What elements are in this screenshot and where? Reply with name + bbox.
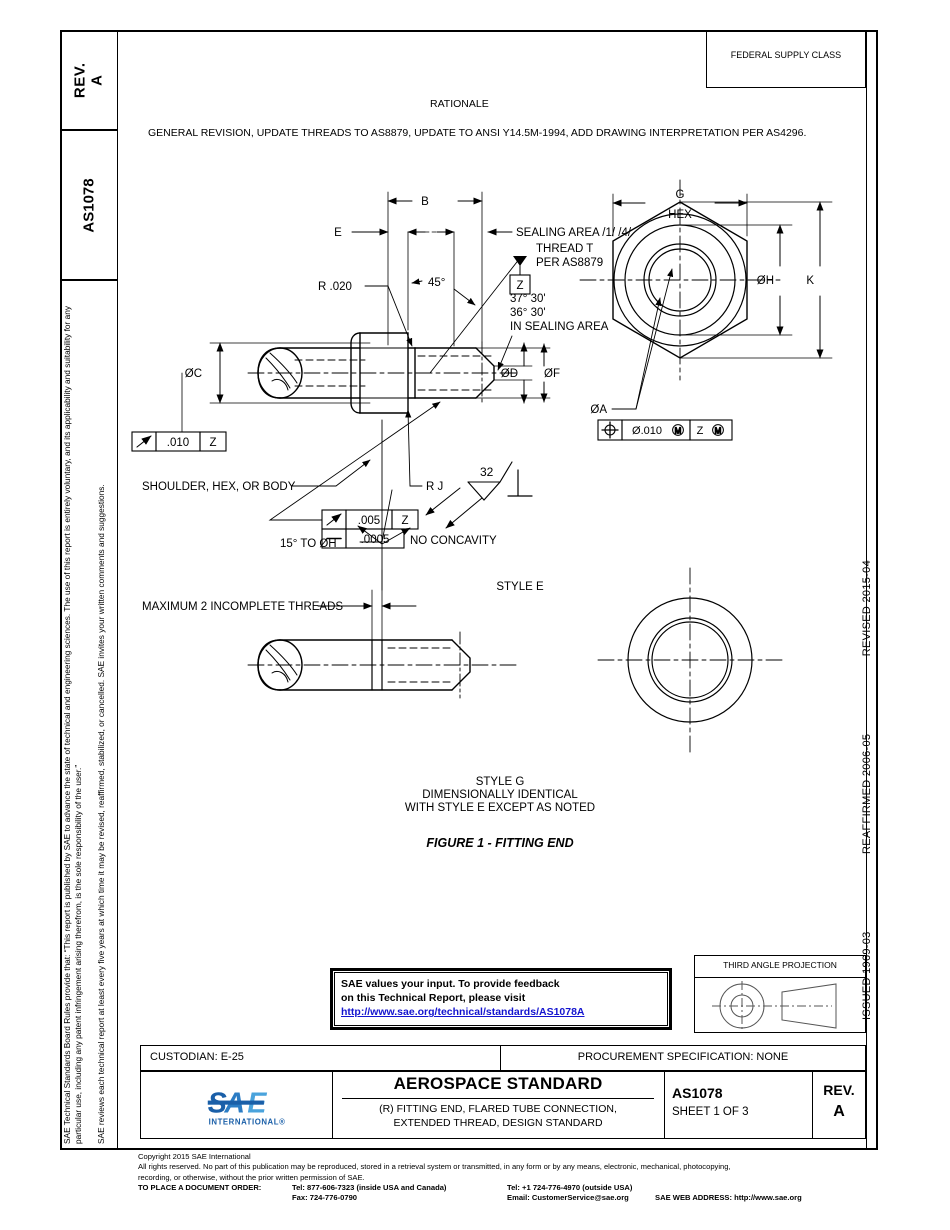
title-block bbox=[140, 1071, 866, 1139]
rev-value: A bbox=[88, 74, 106, 86]
doc-id-text: AS1078 bbox=[80, 177, 98, 233]
dia-d-label: ØD bbox=[501, 368, 518, 380]
doc-id-box bbox=[60, 130, 118, 280]
federal-supply-class-box bbox=[706, 30, 866, 88]
date-revised: REVISED 2015-04 bbox=[861, 560, 873, 657]
third-angle-projection-title: THIRD ANGLE PROJECTION bbox=[723, 960, 837, 970]
sealing-area-label: SEALING AREA /1/ /4/ bbox=[516, 227, 632, 239]
custodian-divider bbox=[500, 1045, 501, 1071]
fcf2-tolerance: .005 bbox=[358, 515, 380, 527]
title-block-div-h bbox=[342, 1098, 654, 1099]
title-block-rev-value: A bbox=[833, 1103, 845, 1120]
procurement-label: PROCUREMENT SPECIFICATION: NONE bbox=[577, 1051, 789, 1063]
date-reaffirmed: REAFFIRMED 2006-05 bbox=[861, 733, 873, 854]
surface-finish-value: 32 bbox=[480, 465, 494, 479]
standard-description-line-2: EXTENDED THREAD, DESIGN STANDARD bbox=[393, 1117, 603, 1130]
third-angle-divider bbox=[694, 977, 866, 978]
style-g-caption-3: WITH STYLE E EXCEPT AS NOTED bbox=[405, 802, 595, 814]
footer-web: SAE WEB ADDRESS: http://www.sae.org bbox=[655, 1193, 802, 1202]
thread-t-label-2: PER AS8879 bbox=[536, 257, 603, 269]
third-angle-projection-box bbox=[694, 955, 866, 1033]
dia-h-label: ØH bbox=[757, 275, 774, 287]
rev-vertical-label: REV. A bbox=[60, 30, 118, 130]
shoulder-note-label: SHOULDER, HEX, OR BODY bbox=[142, 481, 296, 493]
fcf4-datum: Z bbox=[697, 425, 704, 437]
legal-paragraph-2: SAE reviews each technical report at lea… bbox=[96, 484, 106, 1144]
standard-type-title: AEROSPACE STANDARD bbox=[393, 1074, 603, 1093]
feedback-text: SAE values your input. To provide feedba… bbox=[341, 977, 665, 1020]
thread-t-label-1: THREAD T bbox=[536, 243, 593, 255]
footer-email-web: Email: CustomerService@sae.org SAE WEB A… bbox=[507, 1193, 868, 1203]
legal-notice-wrap: SAE Technical Standards Board Rules prov… bbox=[60, 280, 118, 1150]
title-block-div-2 bbox=[664, 1071, 665, 1139]
title-block-doc-number: AS1078 bbox=[672, 1085, 723, 1101]
dim-g-label: G bbox=[676, 189, 685, 201]
dia-c-label: ØC bbox=[185, 368, 202, 380]
radius-j-label: R J bbox=[426, 481, 443, 493]
seal-angle-1: 37° 30' bbox=[510, 293, 546, 305]
style-e-caption: STYLE E bbox=[496, 581, 544, 593]
feedback-line-2: on this Technical Report, please visit bbox=[341, 992, 526, 1005]
footer-tel-inside: Tel: 877-606-7323 (inside USA and Canada… bbox=[292, 1182, 447, 1192]
no-concavity-label: NO CONCAVITY bbox=[410, 535, 497, 547]
footer-copyright: Copyright 2015 SAE International bbox=[138, 1152, 251, 1161]
rationale-title: RATIONALE bbox=[430, 98, 489, 110]
sheet-border bbox=[60, 30, 878, 1150]
custodian-label: CUSTODIAN: E-25 bbox=[150, 1051, 244, 1063]
feedback-link[interactable]: http://www.sae.org/technical/standards/A… bbox=[341, 1006, 585, 1019]
radius-020-label: R .020 bbox=[318, 281, 352, 293]
fcf1-datum: Z bbox=[209, 437, 216, 449]
footer: Copyright 2015 SAE International All rig… bbox=[138, 1152, 868, 1203]
sae-logo: S A E INTERNATIONAL® bbox=[207, 1088, 286, 1126]
footer-fax: Fax: 724-776-0790 bbox=[292, 1193, 358, 1202]
footer-order-label: TO PLACE A DOCUMENT ORDER: bbox=[138, 1182, 262, 1192]
feedback-box-inner bbox=[334, 972, 668, 1026]
style-g-caption-2: DIMENSIONALLY IDENTICAL bbox=[422, 789, 578, 801]
doc-id-vertical-label: AS1078 bbox=[60, 130, 118, 280]
rev-word: REV. bbox=[71, 62, 89, 98]
seal-angle-3: IN SEALING AREA bbox=[510, 321, 609, 333]
federal-supply-class-label: FEDERAL SUPPLY CLASS bbox=[730, 50, 842, 60]
fcf4-tolerance: Ø.010 bbox=[632, 425, 662, 437]
footer-email: Email: CustomerService@sae.org bbox=[507, 1193, 629, 1202]
title-block-rev-label: REV. bbox=[823, 1082, 855, 1098]
third-angle-projection-symbol bbox=[712, 981, 837, 1031]
dia-a-label: ØA bbox=[590, 404, 607, 416]
right-margin-line bbox=[866, 30, 867, 1150]
fitting-end-technical-drawing: M bbox=[131, 179, 833, 850]
footer-rights-1: All rights reserved. No part of this pub… bbox=[138, 1162, 731, 1172]
datum-z-flag: Z bbox=[516, 280, 523, 292]
dim-b-label: B bbox=[421, 196, 429, 208]
fcf2-datum: Z bbox=[401, 515, 408, 527]
feedback-line-1: SAE values your input. To provide feedba… bbox=[341, 978, 560, 990]
angle-45-label: 45° bbox=[428, 277, 445, 289]
legal-notice-box bbox=[60, 280, 118, 1150]
fcf3-tolerance: .0005 bbox=[361, 534, 390, 546]
title-block-div-3 bbox=[812, 1071, 813, 1139]
dia-f-label: ØF bbox=[544, 368, 560, 380]
footer-rights-2: recording, or otherwise, without the pri… bbox=[138, 1172, 365, 1182]
title-block-sheet: SHEET 1 OF 3 bbox=[672, 1106, 749, 1118]
seal-angle-2: 36° 30' bbox=[510, 307, 546, 319]
title-block-div-1 bbox=[332, 1071, 333, 1139]
standard-description-line-1: (R) FITTING END, FLARED TUBE CONNECTION, bbox=[379, 1103, 617, 1115]
feedback-box-outer bbox=[330, 968, 672, 1030]
standard-description: (R) FITTING END, FLARED TUBE CONNECTION,… bbox=[338, 1102, 658, 1130]
custodian-row bbox=[140, 1045, 866, 1071]
rev-box bbox=[60, 30, 118, 130]
legal-paragraph-1: SAE Technical Standards Board Rules prov… bbox=[62, 306, 83, 1144]
max-threads-label: MAXIMUM 2 INCOMPLETE THREADS bbox=[142, 601, 343, 613]
fcf1-tolerance: .010 bbox=[167, 437, 189, 449]
dim-k-label: K bbox=[806, 275, 814, 287]
footer-tel-outside: Tel: +1 724-776-4970 (outside USA) bbox=[507, 1182, 633, 1192]
style-g-caption-1: STYLE G bbox=[476, 776, 525, 788]
rationale-body: GENERAL REVISION, UPDATE THREADS TO AS88… bbox=[148, 127, 807, 139]
dim-e-label: E bbox=[334, 227, 342, 239]
sae-logo-sub: INTERNATIONAL® bbox=[209, 1117, 286, 1126]
dim-hex-label: HEX bbox=[668, 209, 692, 221]
figure-caption: FIGURE 1 - FITTING END bbox=[426, 836, 573, 850]
